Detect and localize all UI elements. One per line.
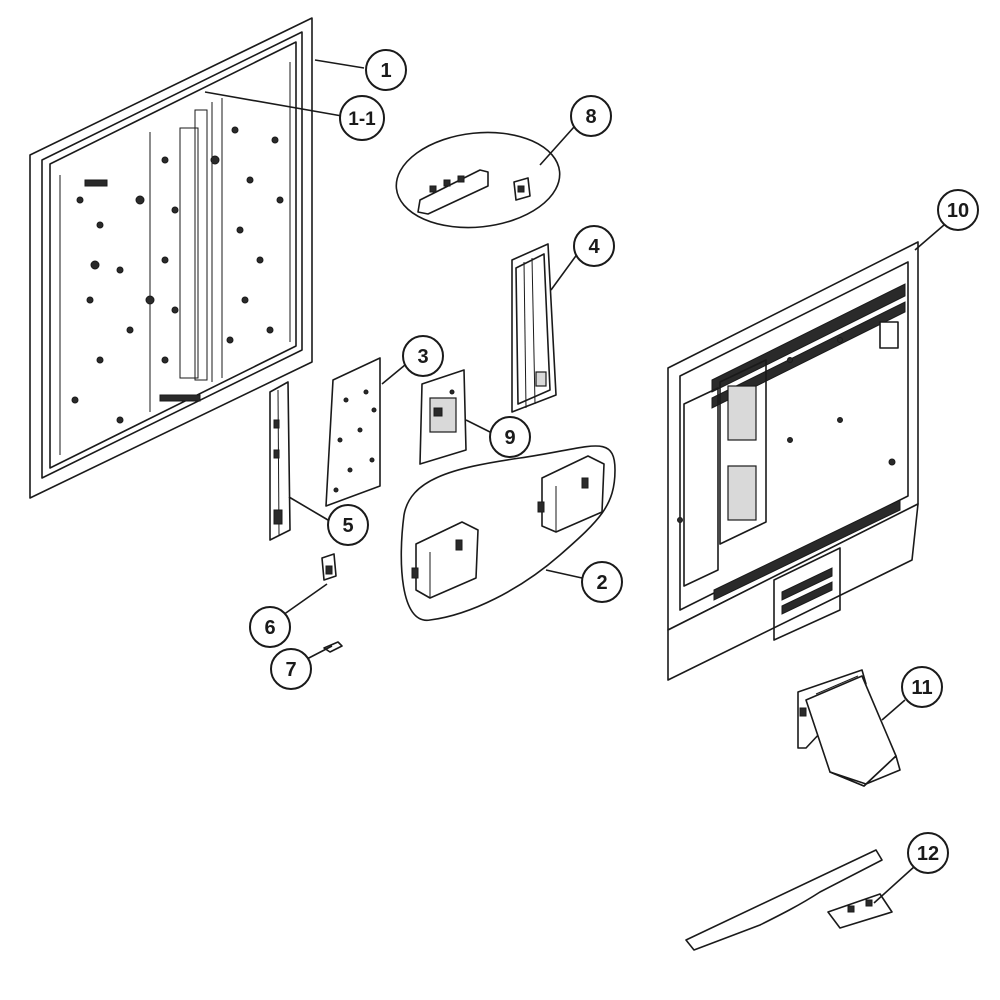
- callout-12: 12: [907, 832, 949, 874]
- leader-lines: [204, 59, 945, 904]
- callout-label-5: 5: [342, 515, 353, 537]
- callout-11: 11: [901, 666, 943, 708]
- part-6-clip: [321, 553, 337, 581]
- callout-8: 8: [570, 95, 612, 137]
- callout-label-4: 4: [588, 236, 600, 258]
- callout-6: 6: [249, 606, 291, 648]
- part-3-main-board: [325, 357, 381, 507]
- callout-3: 3: [402, 335, 444, 377]
- part-12-stand-base: [685, 849, 893, 951]
- part-4-power-board: [511, 243, 557, 413]
- part-9-small-board: [419, 369, 467, 465]
- part-1-display-panel: [29, 17, 313, 499]
- callout-9: 9: [489, 416, 531, 458]
- part-8-brackets: [395, 131, 561, 229]
- callout-5: 5: [327, 504, 369, 546]
- callout-label-12: 12: [917, 843, 939, 865]
- callout-label-2: 2: [596, 572, 607, 594]
- part-7-screw: [323, 641, 343, 653]
- callout-label-10: 10: [947, 200, 969, 222]
- callout-label-7: 7: [285, 659, 296, 681]
- callout-4: 4: [573, 225, 615, 267]
- callout-label-3: 3: [417, 346, 428, 368]
- callout-label-6: 6: [264, 617, 275, 639]
- part-5-key-board: [269, 381, 291, 541]
- callout-label-1-1: 1-1: [348, 109, 376, 130]
- callout-7: 7: [270, 648, 312, 690]
- callout-label-1: 1: [380, 60, 391, 82]
- callout-label-11: 11: [911, 677, 932, 699]
- part-2-speakers: [400, 445, 616, 621]
- callout-10: 10: [937, 189, 979, 231]
- callout-1-1: 1-1: [339, 95, 385, 141]
- callout-1: 1: [365, 49, 407, 91]
- part-11-stand-neck: [797, 669, 901, 787]
- callout-2: 2: [581, 561, 623, 603]
- callout-label-8: 8: [585, 106, 596, 128]
- part-10-back-cover: [667, 241, 919, 681]
- callout-label-9: 9: [504, 427, 515, 449]
